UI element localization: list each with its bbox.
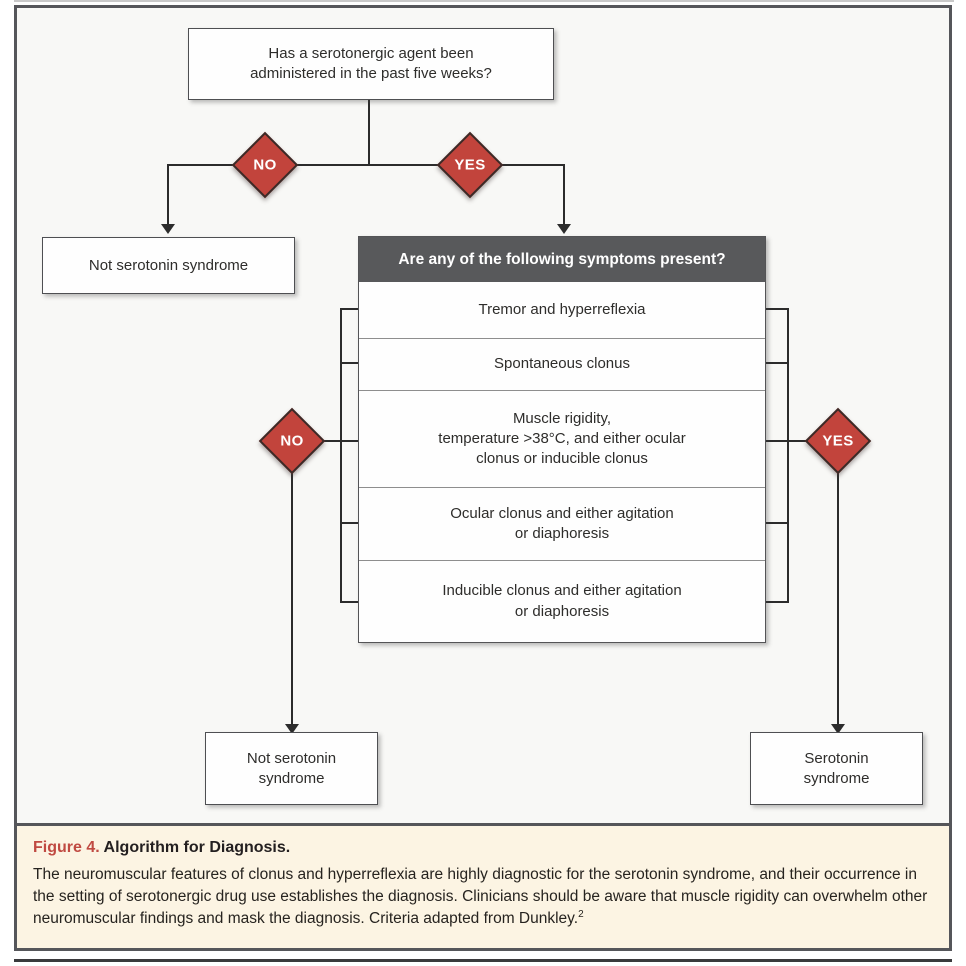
figure-title-text: Algorithm for Diagnosis. (103, 839, 291, 856)
connector-branch-horizontal (167, 164, 565, 166)
bracket-right-vertical (787, 308, 789, 603)
figure-number-label: Figure 4. (33, 839, 100, 856)
caption-text: The neuromuscular features of clonus and… (33, 866, 928, 928)
symptom-row-tremor: Tremor and hyperreflexia (478, 300, 646, 318)
connector-yes-branch-drop (563, 164, 565, 225)
symptom-row-muscle-rigidity: Muscle rigidity, temperature >38°C, and … (359, 390, 765, 487)
symptom-panel-header: Are any of the following symptoms presen… (359, 237, 765, 282)
symptom-row-spontaneous-clonus: Spontaneous clonus (359, 338, 765, 390)
serotonin-syndrome-box: Serotonin syndrome (750, 732, 923, 805)
connector-panel-to-yes (766, 440, 807, 442)
top-page-rule (14, 0, 954, 2)
question-box: Has a serotonergic agent been administer… (188, 28, 554, 100)
bracket-left-tick-4 (340, 522, 359, 524)
figure-caption-body: The neuromuscular features of clonus and… (33, 864, 933, 930)
decision-label-no: NO (280, 432, 304, 450)
bracket-left-tick-2 (340, 362, 359, 364)
bracket-left-tick-1 (340, 308, 359, 310)
bracket-left-tick-5 (340, 601, 359, 603)
arrowhead-to-symptom-panel (557, 224, 571, 234)
figure-caption-title: Figure 4. Algorithm for Diagnosis. (33, 839, 933, 857)
reference-superscript: 2 (578, 909, 584, 920)
decision-label-yes: YES (454, 156, 486, 174)
decision-label-yes: YES (822, 432, 854, 450)
connector-no-branch-drop (167, 164, 169, 225)
arrowhead-to-not-ss-top (161, 224, 175, 234)
not-serotonin-syndrome-box-bottom: Not serotonin syndrome (205, 732, 378, 805)
bracket-right-tick-1 (766, 308, 789, 310)
connector-no-to-outcome (291, 472, 293, 725)
bracket-right-tick-2 (766, 362, 789, 364)
bracket-right-tick-4 (766, 522, 789, 524)
connector-yes-to-outcome (837, 472, 839, 725)
arrowhead-to-ss (831, 724, 845, 734)
symptom-panel: Are any of the following symptoms presen… (358, 236, 766, 643)
decision-label-no: NO (253, 156, 277, 174)
symptom-row-ocular-clonus: Ocular clonus and either agitation or di… (359, 487, 765, 560)
bracket-right-tick-5 (766, 601, 789, 603)
bottom-page-rule (14, 959, 952, 962)
figure-caption-panel: Figure 4. Algorithm for Diagnosis. The n… (17, 823, 949, 948)
symptom-row-inducible-clonus: Inducible clonus and either agitation or… (359, 560, 765, 642)
connector-question-stem (368, 100, 370, 166)
connector-no-to-panel (324, 440, 360, 442)
bracket-left-vertical (340, 308, 342, 603)
not-serotonin-syndrome-box-top: Not serotonin syndrome (42, 237, 295, 294)
arrowhead-to-not-ss-bottom (285, 724, 299, 734)
